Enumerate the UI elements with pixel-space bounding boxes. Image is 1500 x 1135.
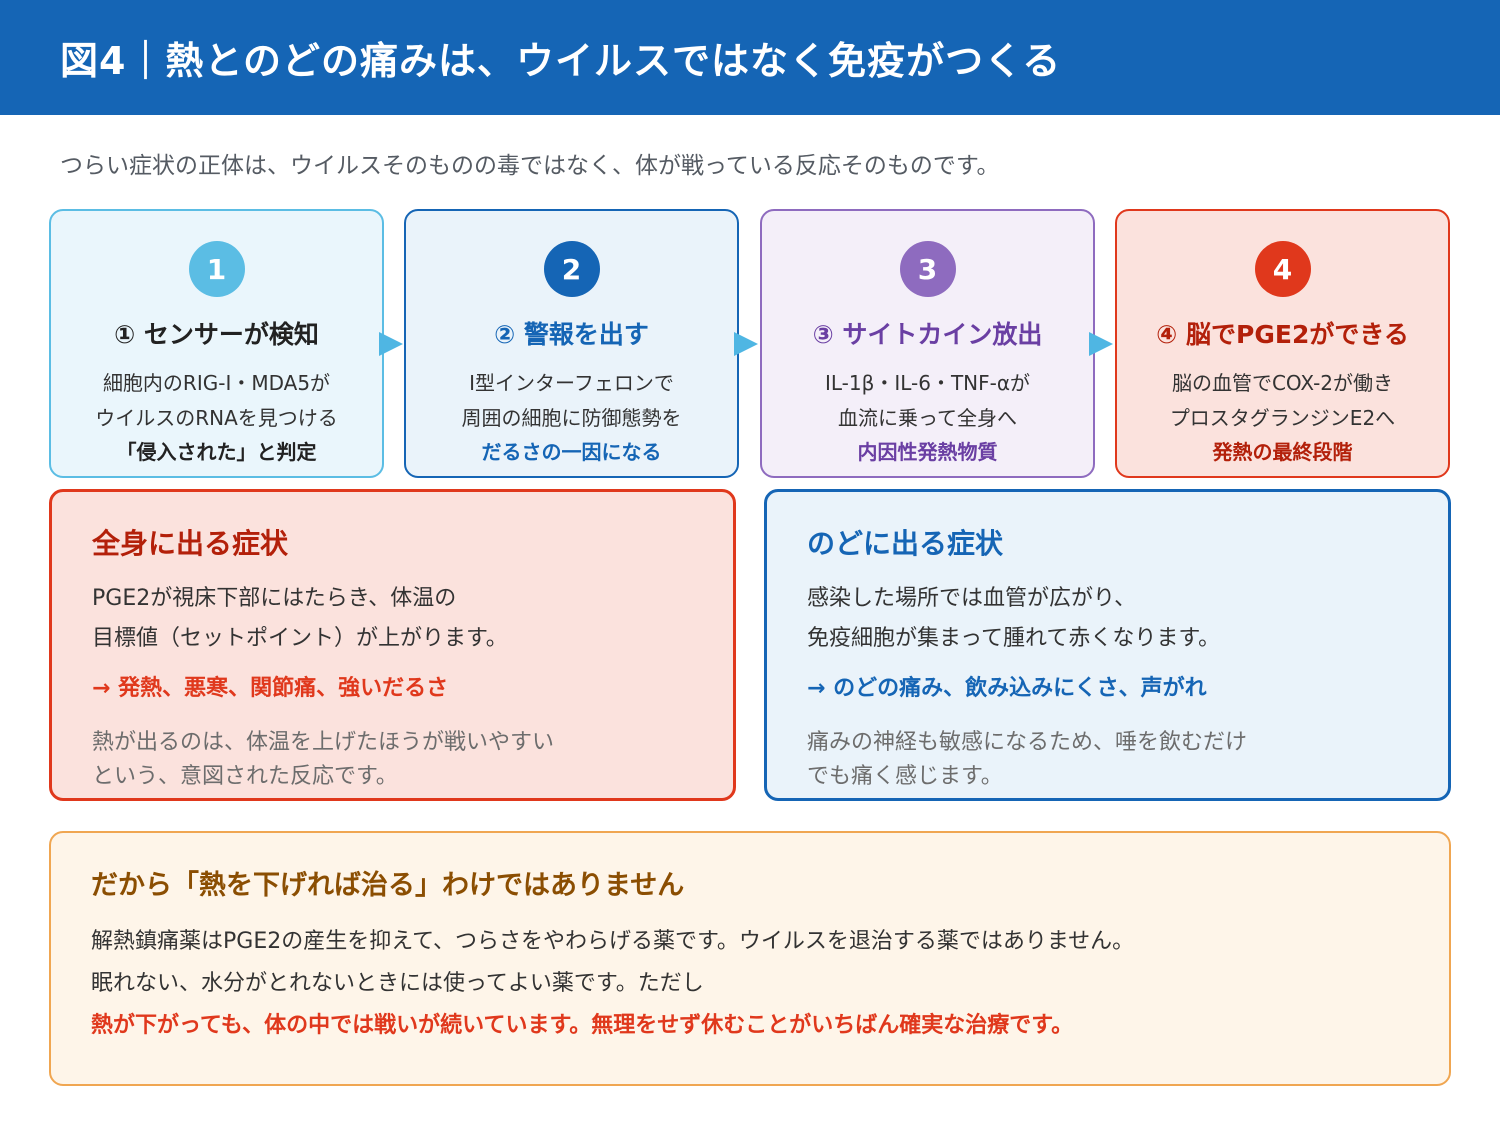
step-text-line-1: I型インターフェロンで <box>469 371 674 395</box>
flow-arrow-2-icon <box>734 332 758 356</box>
step-conclusion: 内因性発熱物質 <box>857 440 998 464</box>
panel-title: 全身に出る症状 <box>92 527 289 560</box>
step-title: ④ 脳でPGE2ができる <box>1156 320 1409 349</box>
step-text-line-1: 脳の血管でCOX-2が働き <box>1171 371 1394 395</box>
panel-note-line-2: という、意図された反応です。 <box>92 764 398 789</box>
panel-text-line-2: 目標値（セットポイント）が上がります。 <box>92 626 508 651</box>
step-text-line-1: 細胞内のRIG-I・MDA5が <box>102 371 331 395</box>
panel-symptom-list: → 発熱、悪寒、関節痛、強いだるさ <box>92 676 449 701</box>
systemic-symptoms-panel: 全身に出る症状 PGE2が視床下部にはたらき、体温の 目標値（セットポイント）が… <box>49 489 736 801</box>
flow-arrow-3-icon <box>1089 332 1113 356</box>
conclusion-text-line-2: 眠れない、水分がとれないときには使ってよい薬です。ただし <box>91 971 704 996</box>
step-text-line-2: 周囲の細胞に防御態勢を <box>461 406 682 430</box>
throat-symptoms-panel: のどに出る症状 感染した場所では血管が広がり、 免疫細胞が集まって腫れて赤くなり… <box>764 489 1451 801</box>
panel-text-line-2: 免疫細胞が集まって腫れて赤くなります。 <box>807 626 1221 651</box>
step-conclusion: 発熱の最終段階 <box>1212 440 1353 464</box>
figure-subtitle: つらい症状の正体は、ウイルスそのものの毒ではなく、体が戦っている反応そのものです… <box>60 153 1000 179</box>
step-card-alarm: 2 ② 警報を出す I型インターフェロンで 周囲の細胞に防御態勢を だるさの一因… <box>404 209 739 478</box>
conclusion-title: だから「熱を下げれば治る」わけではありません <box>91 870 685 901</box>
conclusion-emphasis: 熱が下がっても、体の中では戦いが続いています。無理をせず休むことがいちばん確実な… <box>91 1013 1074 1038</box>
conclusion-text-line-1: 解熱鎮痛薬はPGE2の産生を抑えて、つらさをやわらげる薬です。ウイルスを退治する… <box>91 929 1135 954</box>
step-title: ② 警報を出す <box>494 320 649 349</box>
step-card-sensor: 1 ① センサーが検知 細胞内のRIG-I・MDA5が ウイルスのRNAを見つけ… <box>49 209 384 478</box>
panel-note-line-1: 痛みの神経も敏感になるため、唾を飲むだけ <box>807 730 1248 755</box>
step-text-line-2: 血流に乗って全身へ <box>838 406 1017 430</box>
step-title: ③ サイトカイン放出 <box>812 320 1043 349</box>
step-card-cytokine: 3 ③ サイトカイン放出 IL-1β・IL-6・TNF-αが 血流に乗って全身へ… <box>760 209 1095 478</box>
panel-symptom-list: → のどの痛み、飲み込みにくさ、声がれ <box>807 676 1207 701</box>
step-title: ① センサーが検知 <box>114 320 319 349</box>
flow-arrow-1-icon <box>379 332 403 356</box>
step-conclusion: だるさの一因になる <box>481 440 662 464</box>
header-bar: 図4｜熱とのどの痛みは、ウイルスではなく免疫がつくる <box>0 0 1500 115</box>
panel-title: のどに出る症状 <box>807 527 1004 560</box>
conclusion-box: だから「熱を下げれば治る」わけではありません 解熱鎮痛薬はPGE2の産生を抑えて… <box>49 831 1451 1086</box>
step-text-line-1: IL-1β・IL-6・TNF-αが <box>824 371 1031 395</box>
step-text-line-2: ウイルスのRNAを見つける <box>95 406 338 430</box>
step-number-badge: 1 <box>188 241 245 297</box>
panel-text-line-1: 感染した場所では血管が広がり、 <box>807 586 1137 611</box>
panel-note-line-2: でも痛く感じます。 <box>807 764 1003 789</box>
panel-note-line-1: 熱が出るのは、体温を上げたほうが戦いやすい <box>92 730 555 755</box>
step-conclusion: 「侵入された」と判定 <box>116 440 317 464</box>
step-number-badge: 3 <box>899 241 956 297</box>
step-number-badge: 2 <box>543 241 600 297</box>
figure-title: 図4｜熱とのどの痛みは、ウイルスではなく免疫がつくる <box>60 39 1062 83</box>
step-card-brain-pge2: 4 ④ 脳でPGE2ができる 脳の血管でCOX-2が働き プロスタグランジンE2… <box>1115 209 1450 478</box>
step-text-line-2: プロスタグランジンE2へ <box>1169 406 1396 430</box>
step-number-badge: 4 <box>1254 241 1311 297</box>
panel-text-line-1: PGE2が視床下部にはたらき、体温の <box>92 586 457 611</box>
